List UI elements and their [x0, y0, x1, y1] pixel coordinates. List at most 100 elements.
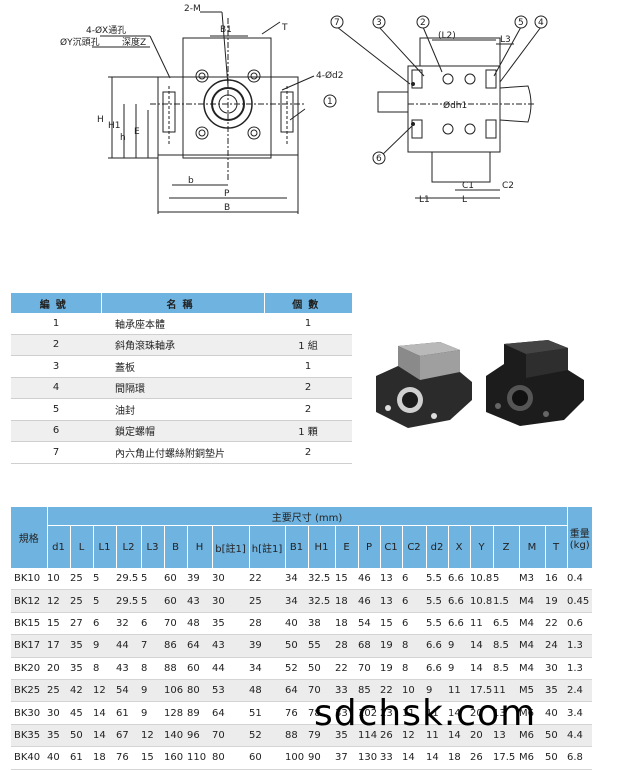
part-qty: 2	[264, 398, 352, 421]
dim-cell: 11	[448, 679, 470, 703]
label-y-hole: ØY沉頭孔	[60, 37, 100, 48]
dim-cell: 85	[358, 679, 380, 703]
label-2m: 2-M	[184, 4, 201, 14]
dim-cell: M4	[519, 657, 545, 680]
dim-cell: M6	[519, 724, 545, 748]
dim-cell: 60	[164, 568, 187, 591]
dim-cell: 6.6	[448, 589, 470, 613]
dim-cell: 14	[93, 724, 116, 748]
part-number: 2	[11, 334, 101, 356]
dim-cell: 11	[493, 679, 519, 703]
dim-cell: 50	[545, 724, 567, 748]
dim-cell: 0.45	[567, 589, 592, 613]
dim-col-header: L3	[141, 525, 165, 568]
dim-cell: 48	[249, 679, 285, 703]
dim-cell: 30	[212, 589, 249, 613]
dim-col-header: B	[164, 525, 188, 568]
dim-cell: 6	[141, 612, 164, 636]
label-l2: (L2)	[438, 31, 456, 41]
dim-cell: 30	[212, 568, 249, 591]
model-cell: BK35	[11, 724, 47, 748]
dim-cell: 55	[308, 634, 335, 658]
dim-cell: 44	[212, 657, 249, 680]
dim-cell: 14	[470, 657, 493, 680]
dim-cell: 12	[141, 724, 164, 748]
dim-cell: 16	[545, 568, 567, 591]
dim-cell: 70	[212, 724, 249, 748]
dim-cell: 86	[164, 634, 187, 658]
dim-cell: 0.6	[567, 612, 592, 636]
dim-cell: 68	[358, 634, 380, 658]
dim-cell: 25	[70, 568, 93, 591]
dim-cell: 44	[116, 634, 141, 658]
dim-cell: 29.5	[116, 589, 141, 613]
dim-cell: 13	[493, 701, 519, 725]
dim-cell: 8	[141, 657, 164, 680]
dim-cell: 140	[164, 724, 187, 748]
dim-cell: 6	[402, 589, 426, 613]
dim-cell: 64	[212, 701, 249, 725]
main-dimensions-header: 主要尺寸 (mm)	[47, 507, 567, 526]
dim-cell: M4	[519, 589, 545, 613]
part-name: 間隔環	[101, 377, 264, 399]
dim-cell: 89	[187, 701, 212, 725]
label-x-hole: 4-ØX通孔	[86, 25, 126, 36]
dim-cell: 22	[380, 679, 402, 703]
label-b-small: b	[188, 176, 194, 186]
dim-cell: 32.5	[308, 568, 335, 591]
callout-2: 2	[420, 18, 426, 28]
dim-cell: 17	[47, 634, 70, 658]
dim-cell: 14	[93, 701, 116, 725]
dim-cell: 3.4	[567, 701, 592, 725]
dim-cell: 6	[402, 612, 426, 636]
dim-cell: 32	[116, 612, 141, 636]
dim-cell: 33	[335, 701, 358, 725]
dim-cell: 60	[187, 657, 212, 680]
dim-col-header: h[註1]	[249, 525, 286, 568]
model-cell: BK30	[11, 701, 47, 725]
dim-cell: 12	[93, 679, 116, 703]
black-bearing-block-image	[486, 340, 584, 426]
technical-drawing: 4-ØX通孔 ØY沉頭孔 深度Z 2-M B1 T 4-Ød2 H H1 h E…	[60, 4, 548, 214]
dim-cell: 35	[335, 724, 358, 748]
dim-cell: 9	[141, 701, 164, 725]
callout-6: 6	[376, 154, 382, 164]
dim-col-header: M	[519, 525, 546, 568]
dim-col-header: L1	[93, 525, 117, 568]
label-h-small: h	[120, 133, 126, 143]
dim-cell: 46	[358, 589, 380, 613]
dim-cell: 20	[470, 701, 493, 725]
dim-cell: 46	[358, 568, 380, 591]
dim-cell: 6.6	[448, 568, 470, 591]
silver-bearing-block-image	[376, 342, 472, 428]
dim-cell: 8	[93, 657, 116, 680]
dim-cell: 24	[545, 634, 567, 658]
dim-cell: 14	[470, 634, 493, 658]
callout-3: 3	[376, 18, 382, 28]
callout-4: 4	[538, 18, 544, 28]
dim-col-header: d2	[426, 525, 449, 568]
dim-cell: 28	[249, 612, 285, 636]
dim-cell: 5	[493, 568, 519, 591]
dim-cell: 40	[545, 701, 567, 725]
dim-cell: 1.3	[567, 634, 592, 658]
dim-cell: 0.4	[567, 568, 592, 591]
product-photos	[376, 340, 584, 428]
dim-cell: 76	[285, 701, 308, 725]
dim-cell: 6.5	[493, 612, 519, 636]
dim-cell: 35	[47, 724, 70, 748]
dim-col-header: L2	[116, 525, 142, 568]
dim-cell: 52	[285, 657, 308, 680]
dim-cell: M4	[519, 612, 545, 636]
dim-cell: 80	[187, 679, 212, 703]
label-d2: 4-Ød2	[316, 70, 344, 81]
dim-cell: 25	[70, 589, 93, 613]
dim-cell: 39	[187, 568, 212, 591]
col-header-no: 編號	[11, 293, 101, 313]
